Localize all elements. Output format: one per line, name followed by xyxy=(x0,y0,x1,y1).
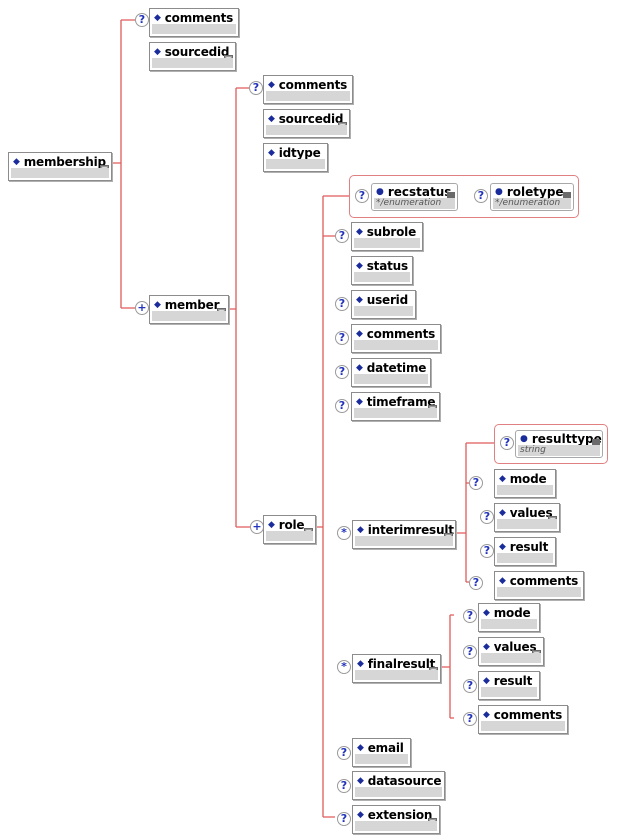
optional-icon: ? xyxy=(335,399,349,413)
element-extension[interactable]: ◆extension ⊏ xyxy=(352,805,440,834)
optional-icon: ? xyxy=(135,13,149,27)
element-diamond-icon: ◆ xyxy=(499,542,506,552)
optional-icon: ? xyxy=(500,436,514,450)
optional-icon: ? xyxy=(480,510,494,524)
element-diamond-icon: ◆ xyxy=(356,397,363,407)
element-datetime[interactable]: ◆datetime xyxy=(351,358,431,387)
optional-icon: ? xyxy=(249,81,263,95)
element-diamond-icon: ◆ xyxy=(357,776,364,786)
connector-member xyxy=(229,87,250,528)
element-diamond-icon: ◆ xyxy=(499,576,506,586)
element-diamond-icon: ◆ xyxy=(356,363,363,373)
element-diamond-icon: ◆ xyxy=(483,642,490,652)
element-diamond-icon: ◆ xyxy=(483,608,490,618)
element-diamond-icon: ◆ xyxy=(154,47,161,57)
attribute-resulttype[interactable]: ●resulttype string xyxy=(515,430,603,458)
element-userid[interactable]: ◆userid xyxy=(351,290,416,319)
element-comments[interactable]: ◆comments xyxy=(351,324,441,353)
zero-or-more-icon: * xyxy=(337,660,351,674)
element-timeframe[interactable]: ◆timeframe ⊏ xyxy=(351,392,440,421)
optional-icon: ? xyxy=(335,297,349,311)
optional-icon: ? xyxy=(335,229,349,243)
optional-icon: ? xyxy=(355,189,369,203)
element-comments[interactable]: ◆comments xyxy=(263,75,353,104)
connector-interimresult xyxy=(455,442,496,583)
connector-role xyxy=(316,195,349,818)
children-icon xyxy=(447,192,455,201)
element-interimresult[interactable]: ◆interimresult ⊏ xyxy=(352,520,456,549)
children-icon xyxy=(592,439,600,448)
element-diamond-icon: ◆ xyxy=(357,743,364,753)
element-idtype[interactable]: ◆idtype xyxy=(263,143,328,172)
element-diamond-icon: ◆ xyxy=(499,508,506,518)
element-diamond-icon: ◆ xyxy=(357,659,364,669)
element-diamond-icon: ◆ xyxy=(356,329,363,339)
element-values[interactable]: ◆values ⊏ xyxy=(494,503,560,532)
element-diamond-icon: ◆ xyxy=(268,148,275,158)
optional-icon: ? xyxy=(463,712,477,726)
element-diamond-icon: ◆ xyxy=(483,676,490,686)
element-diamond-icon: ◆ xyxy=(356,295,363,305)
one-or-more-icon: + xyxy=(250,520,264,534)
element-diamond-icon: ◆ xyxy=(154,300,161,310)
element-sourcedid[interactable]: ◆sourcedid ⊏ xyxy=(149,42,236,71)
zero-or-more-icon: * xyxy=(337,526,351,540)
optional-icon: ? xyxy=(469,476,483,490)
connector-finalresult xyxy=(441,614,454,719)
optional-icon: ? xyxy=(337,779,351,793)
attribute-roletype[interactable]: ●roletype */enumeration xyxy=(490,183,574,211)
element-status[interactable]: ◆status xyxy=(351,256,413,285)
optional-icon: ? xyxy=(463,679,477,693)
attribute-dot-icon: ● xyxy=(495,187,503,197)
element-datasource[interactable]: ◆datasource xyxy=(352,771,445,800)
element-comments[interactable]: ◆comments xyxy=(149,8,239,37)
element-member[interactable]: ◆member ⊏ xyxy=(149,295,229,324)
element-comments[interactable]: ◆comments xyxy=(494,571,584,600)
element-email[interactable]: ◆email xyxy=(352,738,411,767)
optional-icon: ? xyxy=(469,576,483,590)
element-diamond-icon: ◆ xyxy=(268,114,275,124)
attribute-dot-icon: ● xyxy=(376,187,384,197)
element-diamond-icon: ◆ xyxy=(154,13,161,23)
element-diamond-icon: ◆ xyxy=(483,710,490,720)
optional-icon: ? xyxy=(337,746,351,760)
connector-membership xyxy=(112,19,135,309)
optional-icon: ? xyxy=(335,331,349,345)
optional-icon: ? xyxy=(474,189,488,203)
element-mode[interactable]: ◆mode xyxy=(494,469,556,498)
element-comments[interactable]: ◆comments xyxy=(478,705,568,734)
element-values[interactable]: ◆values ⊏ xyxy=(478,637,544,666)
attribute-dot-icon: ● xyxy=(520,434,528,444)
attribute-recstatus[interactable]: ●recstatus */enumeration xyxy=(371,183,458,211)
optional-icon: ? xyxy=(335,365,349,379)
element-sourcedid[interactable]: ◆sourcedid ⊏ xyxy=(263,109,350,138)
element-diamond-icon: ◆ xyxy=(268,520,275,530)
optional-icon: ? xyxy=(463,645,477,659)
optional-icon: ? xyxy=(337,812,351,826)
element-diamond-icon: ◆ xyxy=(499,474,506,484)
element-finalresult[interactable]: ◆finalresult ⊏ xyxy=(352,654,441,683)
element-result[interactable]: ◆result xyxy=(494,537,556,566)
element-diamond-icon: ◆ xyxy=(356,261,363,271)
optional-icon: ? xyxy=(480,544,494,558)
element-diamond-icon: ◆ xyxy=(268,80,275,90)
children-icon xyxy=(563,192,571,201)
element-mode[interactable]: ◆mode xyxy=(478,603,540,632)
element-diamond-icon: ◆ xyxy=(357,810,364,820)
one-or-more-icon: + xyxy=(135,301,149,315)
element-diamond-icon: ◆ xyxy=(13,157,20,167)
element-membership[interactable]: ◆membership ⊏ xyxy=(8,152,112,181)
element-diamond-icon: ◆ xyxy=(356,227,363,237)
element-subrole[interactable]: ◆subrole xyxy=(351,222,423,251)
optional-icon: ? xyxy=(463,609,477,623)
element-result[interactable]: ◆result xyxy=(478,671,540,700)
element-role[interactable]: ◆role ⊏ xyxy=(263,515,316,544)
element-diamond-icon: ◆ xyxy=(357,525,364,535)
